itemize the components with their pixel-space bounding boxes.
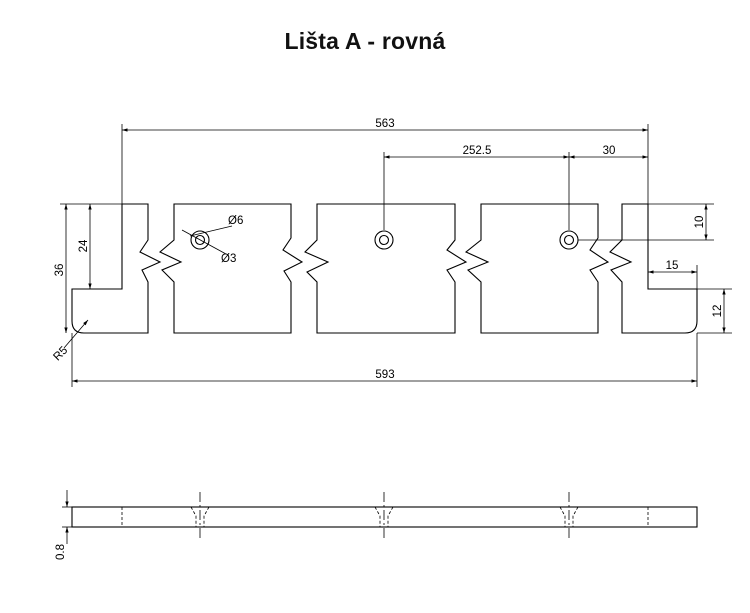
holes [190, 230, 579, 250]
dimension-thickness: 0.8 [55, 490, 72, 560]
side-view-outline [71, 506, 698, 528]
dimension-15-label: 15 [666, 260, 679, 272]
dimension-12: 12 [697, 288, 732, 334]
dimension-36-label: 36 [54, 264, 66, 277]
strip-right-end [609, 203, 698, 334]
strip-left-end [71, 203, 162, 334]
dimension-593-label: 593 [375, 369, 394, 381]
dimension-d6-label: Ø6 [228, 215, 243, 227]
strip-segment-2 [158, 203, 304, 334]
strip-side-view [71, 492, 698, 540]
hole-right [559, 230, 579, 250]
dimension-r5: R5 [51, 319, 89, 363]
strip-top-view [71, 203, 698, 334]
dimension-r5-label: R5 [51, 344, 70, 363]
dimension-30-label: 30 [603, 145, 616, 157]
dimension-0-8-label: 0.8 [55, 544, 67, 560]
dimension-hole-diameters: Ø6 Ø3 [181, 215, 243, 265]
dimension-593: 593 [71, 333, 698, 387]
dimension-563: 563 [121, 118, 649, 204]
dimension-d3-label: Ø3 [221, 253, 236, 265]
strip-segment-3 [304, 203, 468, 334]
countersink-right [559, 492, 579, 540]
dimension-563-label: 563 [375, 118, 394, 130]
hole-middle [374, 230, 394, 250]
dimension-hole-spacing: 252.5 30 [383, 145, 648, 230]
dimension-252-label: 252.5 [463, 145, 492, 157]
hole-left [190, 230, 210, 250]
dimension-15: 15 [648, 260, 698, 289]
strip-segment-4 [464, 203, 610, 334]
drawing-title: Lišta A - rovná [284, 28, 446, 54]
dimension-24-label: 24 [78, 239, 90, 252]
dimension-vertical-left: 36 24 [54, 203, 122, 333]
dimension-10-label: 10 [694, 216, 706, 229]
countersink-middle [374, 492, 394, 540]
dimension-12-label: 12 [712, 305, 724, 318]
dimension-10: 10 [578, 203, 714, 241]
countersink-left [190, 492, 210, 540]
